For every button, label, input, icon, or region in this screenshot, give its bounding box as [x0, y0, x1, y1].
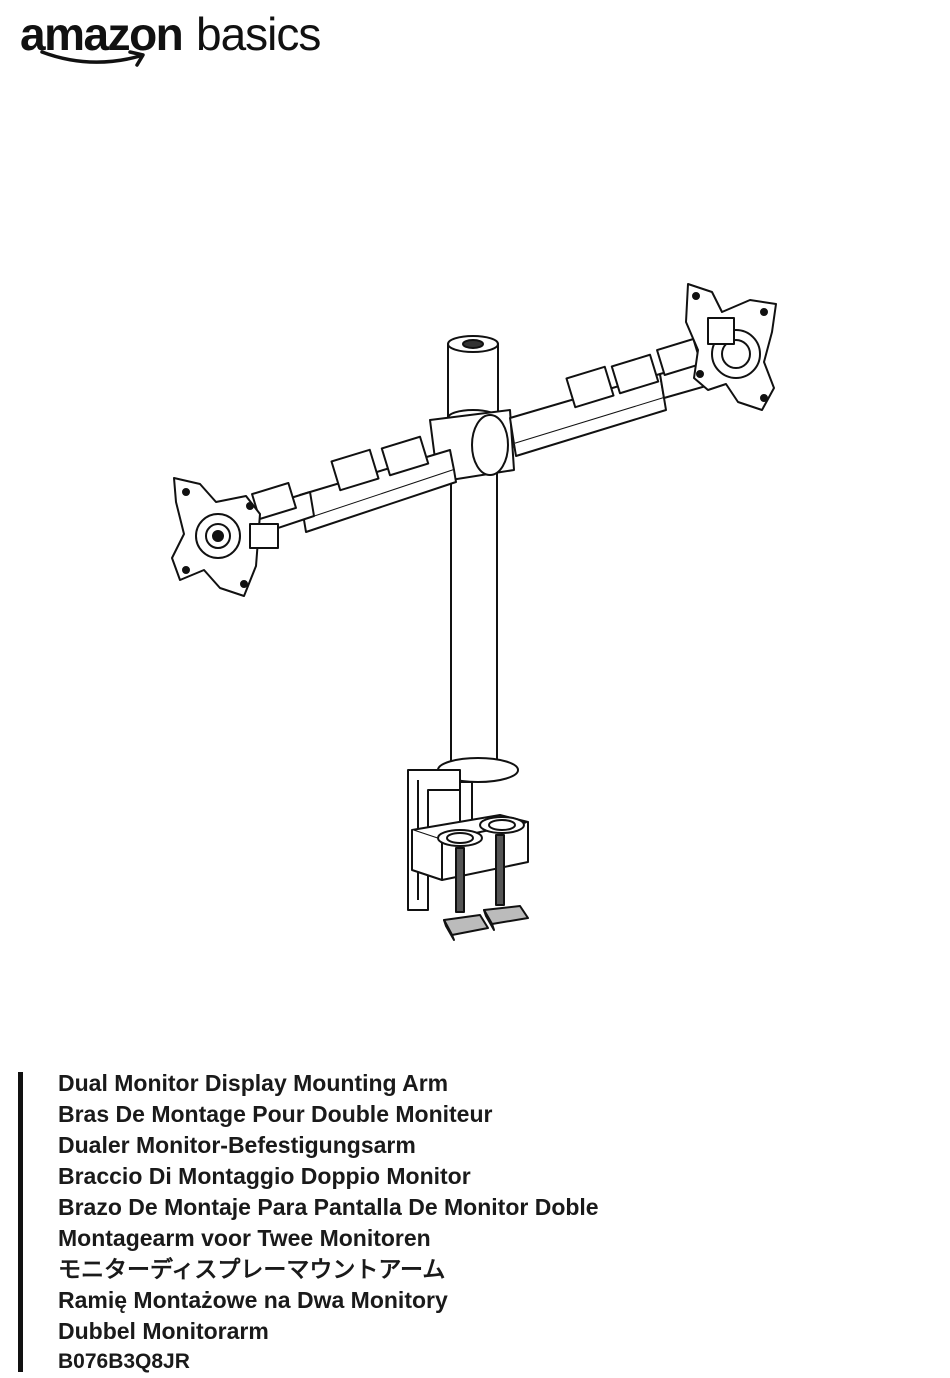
product-title-es: Brazo De Montaje Para Pantalla De Monito… [58, 1194, 599, 1220]
clamp-bracket [407, 769, 461, 911]
brand-logo: amazon basics [20, 4, 350, 74]
brand-logo-basics: basics [196, 8, 321, 60]
clamp-screw-right [495, 834, 505, 906]
product-title-en: Dual Monitor Display Mounting Arm [58, 1070, 449, 1096]
brand-logo-amazon: amazon [20, 8, 184, 60]
title-accent-bar [18, 1072, 23, 1372]
product-title-block: Dual Monitor Display Mounting Arm Bras D… [18, 1068, 718, 1376]
amazon-smile-arrow-icon [40, 50, 145, 67]
product-title-fr: Bras De Montage Pour Double Moniteur [58, 1101, 493, 1127]
dual-monitor-arm-illustration [171, 283, 777, 941]
clamp-screw-left [455, 847, 465, 913]
product-title-list: Dual Monitor Display Mounting Arm Bras D… [58, 1068, 599, 1347]
pole [450, 469, 498, 773]
product-title-nl: Montagearm voor Twee Monitoren [58, 1225, 431, 1251]
product-title-pl: Ramię Montażowe na Dwa Monitory [58, 1287, 448, 1313]
pole-top [447, 343, 499, 419]
product-title-it: Braccio Di Montaggio Doppio Monitor [58, 1163, 471, 1189]
product-title-de: Dualer Monitor-Befestigungsarm [58, 1132, 416, 1158]
product-title-ja: モニターディスプレーマウントアーム [58, 1256, 446, 1282]
product-title-sv: Dubbel Monitorarm [58, 1318, 269, 1344]
product-sku: B076B3Q8JR [58, 1350, 190, 1373]
